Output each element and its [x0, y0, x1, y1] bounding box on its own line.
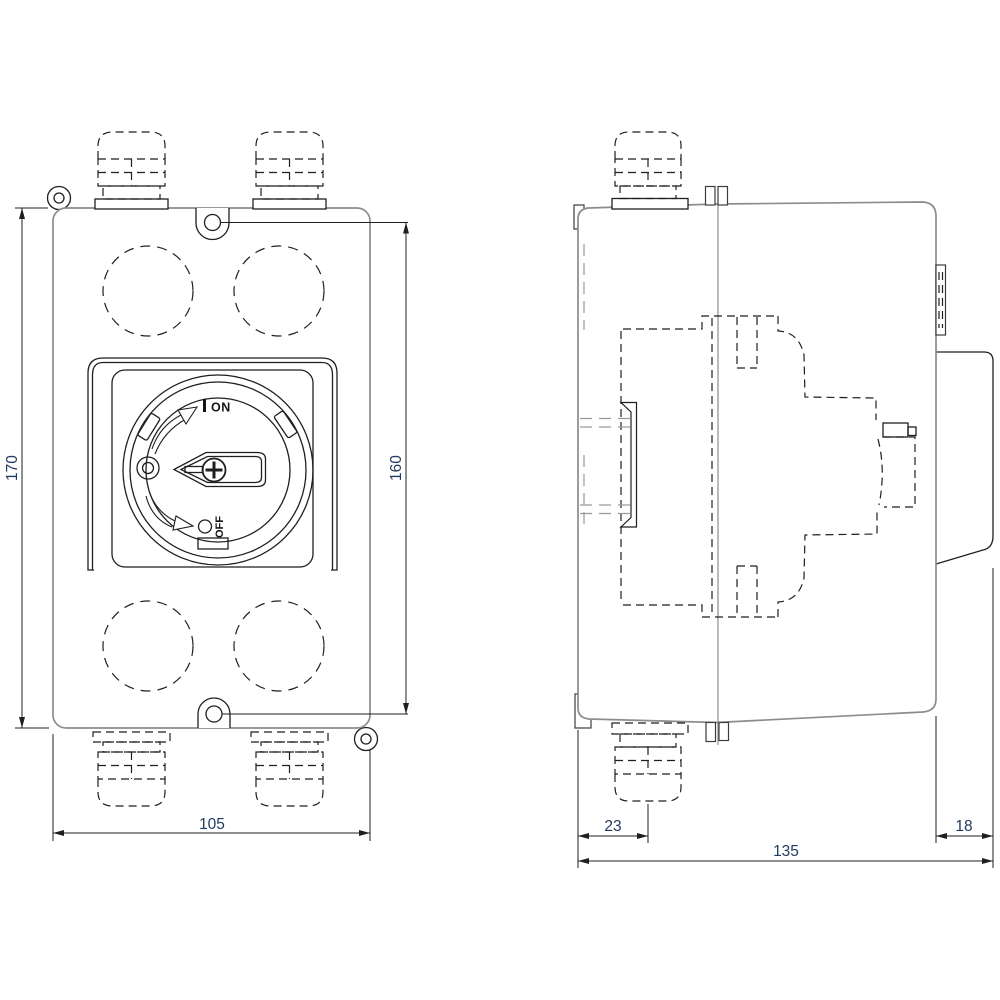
- dimension-mounting-spacing: 160: [221, 222, 409, 715]
- rear-section-outline: [935, 351, 994, 565]
- padlock-hole-inner: [141, 461, 155, 475]
- on-direction-arrow: [151, 406, 199, 455]
- mount-ear-top-left: [46, 185, 72, 211]
- knockout-circle-bottom-right: [233, 600, 325, 692]
- din-rail-profile: [619, 401, 638, 528]
- split-tab-bottom-1: [705, 721, 717, 743]
- on-label: ON: [211, 401, 231, 415]
- dial-ring-outer: [122, 374, 314, 566]
- side-view: 23 18 135: [573, 131, 994, 868]
- padlock-hole-outer: [136, 456, 160, 480]
- cable-gland-bottom-right: [250, 731, 329, 807]
- internal-mechanism: [580, 244, 917, 618]
- dimension-rear-depth: 18: [935, 568, 994, 868]
- dial-face: [145, 397, 291, 543]
- dial-tab-upper-left: [137, 412, 161, 441]
- cable-gland-bottom-left: [92, 731, 171, 807]
- dimension-overall-width: 105: [52, 734, 371, 841]
- dimension-overall-depth: 135: [578, 843, 993, 864]
- switch-bezel-outer: [87, 357, 338, 571]
- dimension-overall-height: 170: [4, 207, 49, 729]
- knockout-circle-top-left: [102, 245, 194, 337]
- ear-hole-bottom-right: [360, 733, 372, 745]
- knockout-circle-bottom-left: [102, 600, 194, 692]
- dial-tab-upper-right: [273, 410, 298, 439]
- dial-tab-bottom: [197, 537, 229, 550]
- dim-text-23: 23: [604, 818, 621, 835]
- split-tab-top-1: [704, 185, 716, 206]
- ear-hole-top-left: [53, 192, 65, 204]
- mount-ear-bottom-right: [353, 726, 379, 752]
- cable-gland-side-top: [611, 131, 689, 210]
- dim-text-18: 18: [955, 818, 972, 835]
- rear-clip: [935, 264, 947, 336]
- dimension-gland-offset: 23: [577, 730, 649, 868]
- screw-icon: [201, 457, 227, 483]
- cable-gland-side-bottom: [611, 722, 689, 802]
- mount-hole-top: [203, 213, 222, 232]
- split-tab-top-2: [717, 185, 729, 206]
- dim-text-160: 160: [388, 455, 405, 481]
- split-tab-bottom-2: [718, 721, 730, 742]
- rotary-switch-panel: ON OFF: [87, 357, 338, 571]
- dim-text-170: 170: [4, 455, 21, 481]
- dim-text-135: 135: [773, 843, 799, 860]
- off-direction-arrow: [145, 490, 195, 531]
- phillips-cross-icon: [205, 461, 223, 479]
- dim-text-105: 105: [199, 816, 225, 833]
- cable-gland-top-left: [94, 131, 169, 210]
- on-position-bar-icon: [203, 399, 206, 412]
- enclosure-side-outline: [577, 201, 937, 724]
- off-position-circle-icon: [197, 519, 213, 534]
- front-view: ON OFF 170: [4, 131, 409, 841]
- mount-lobe-top: [195, 208, 230, 241]
- switch-bezel-inner: [91, 361, 334, 570]
- cable-gland-top-right: [252, 131, 327, 210]
- off-label: OFF: [214, 516, 226, 538]
- mount-lobe-bottom: [197, 697, 231, 728]
- knockout-circle-top-right: [233, 245, 325, 337]
- dial-ring-inner: [129, 381, 307, 559]
- terminal-lug-nub: [907, 426, 917, 437]
- switch-handle: [172, 451, 267, 488]
